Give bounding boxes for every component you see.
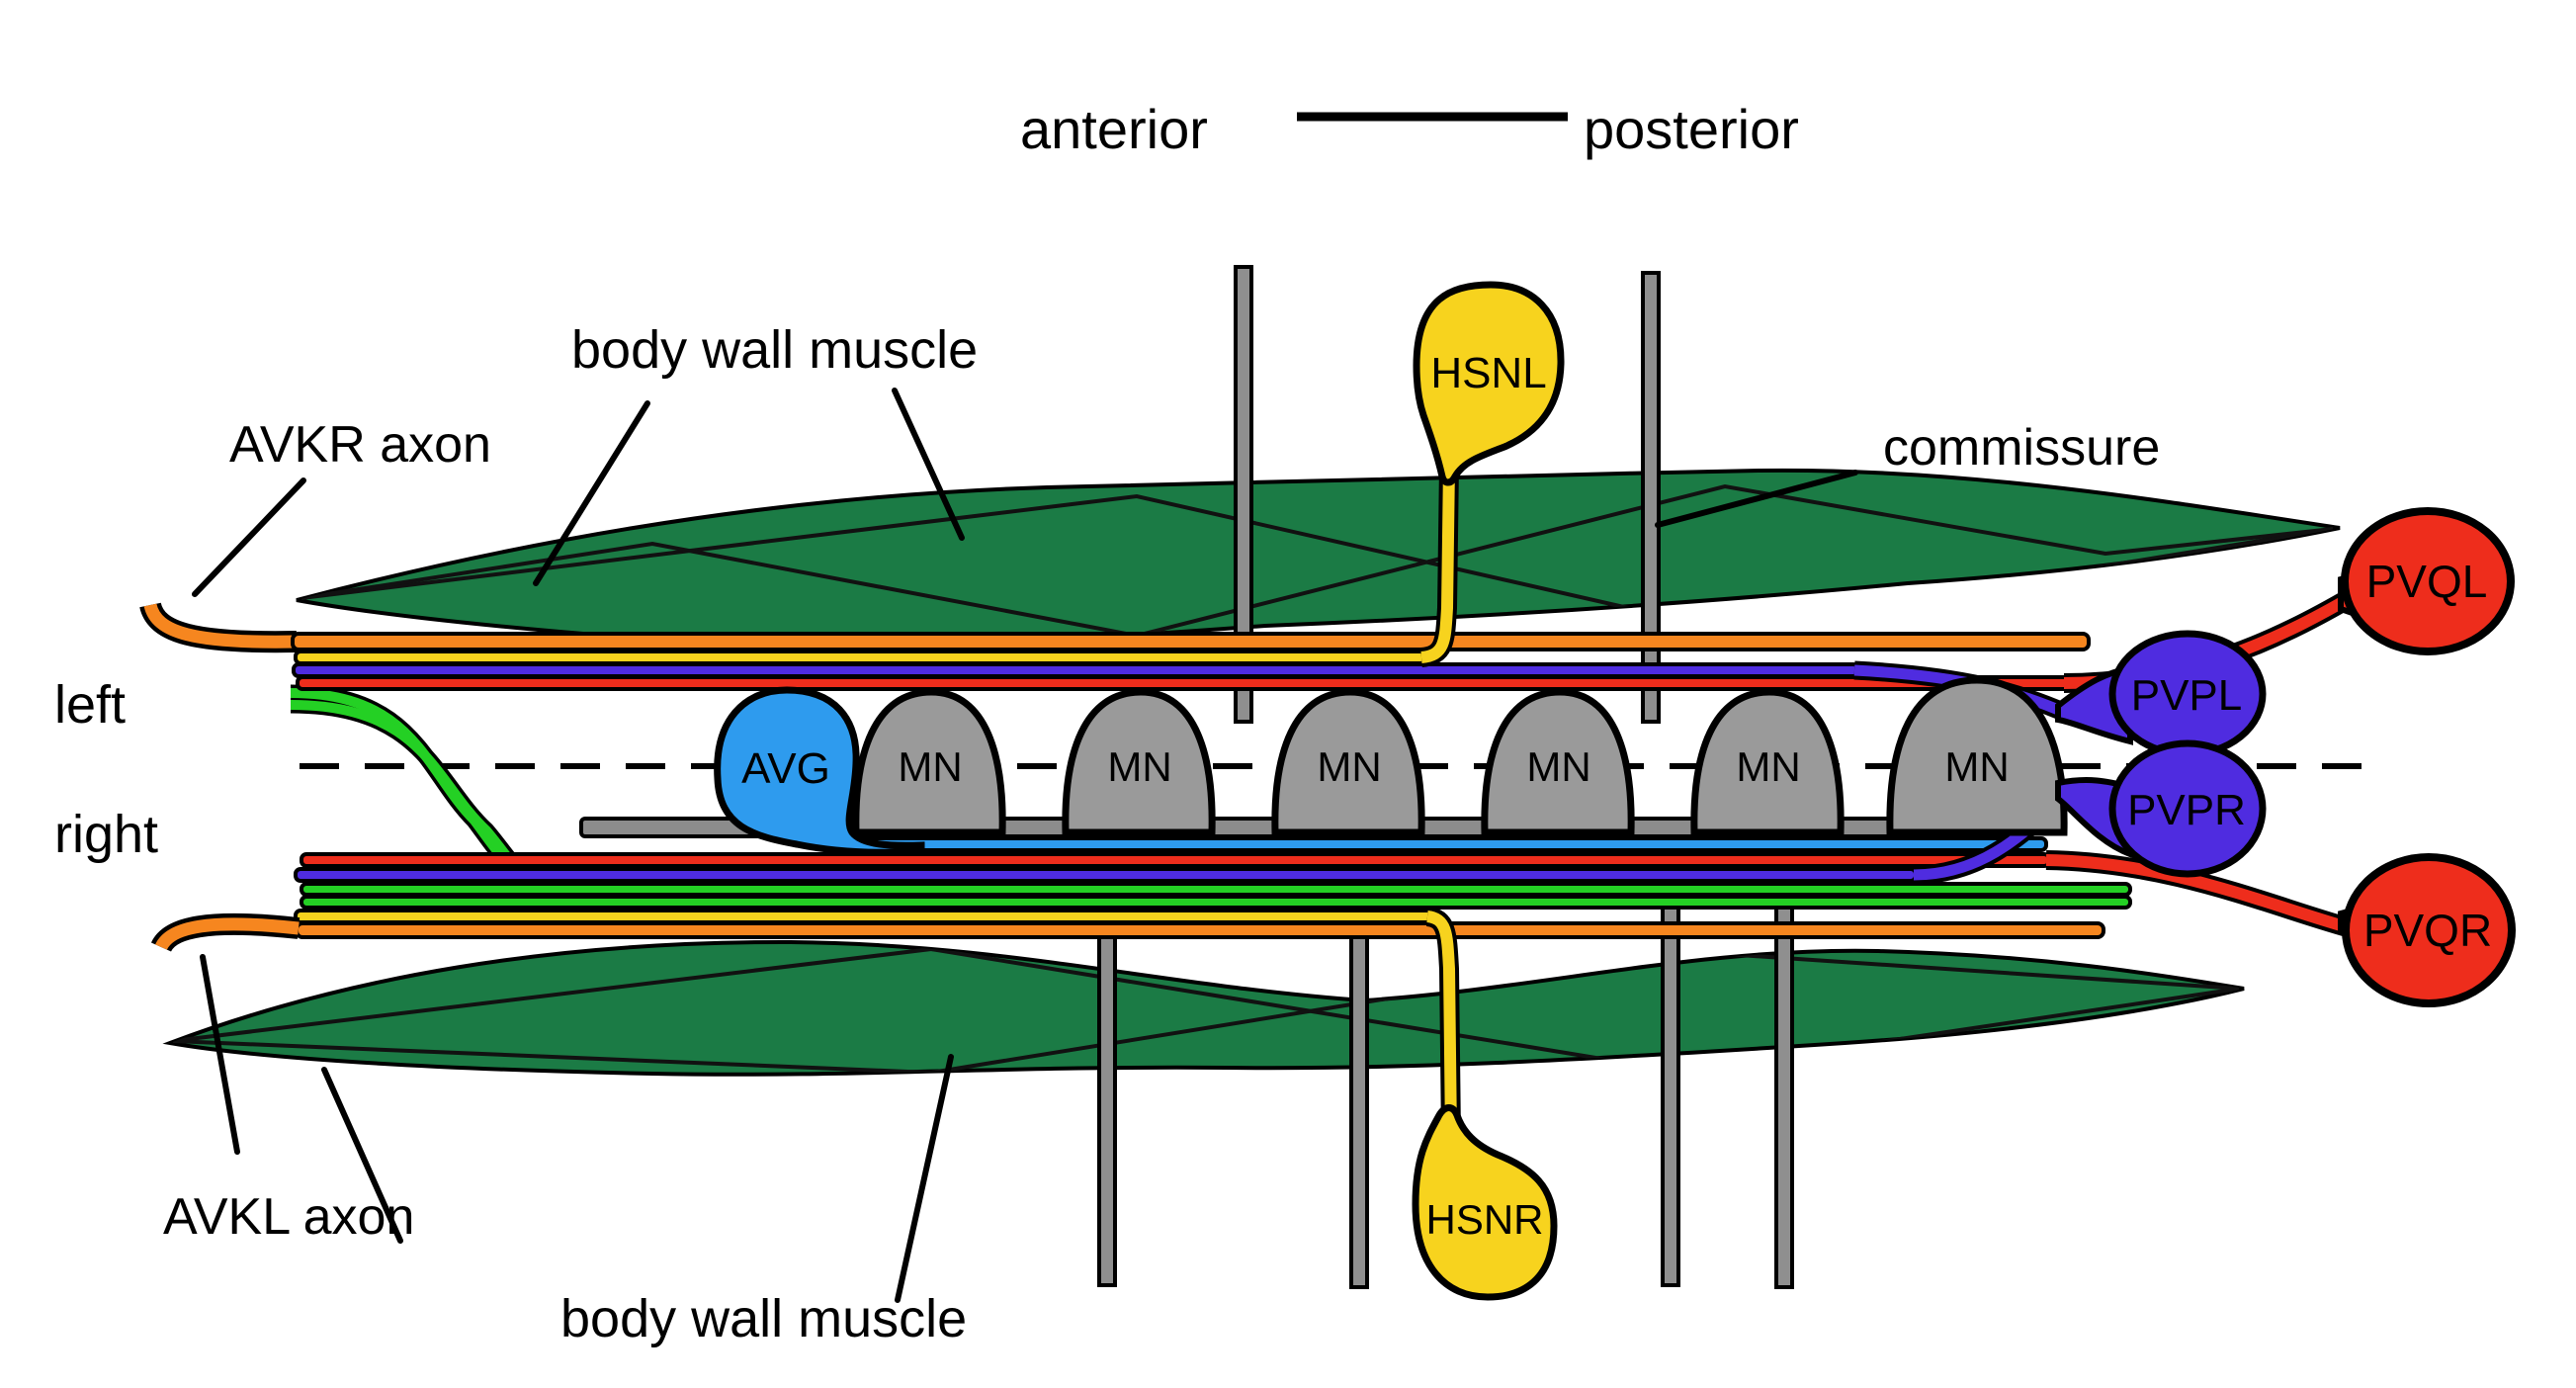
tract-top-red [296, 675, 2071, 691]
mn-label-1: MN [898, 743, 962, 790]
neuron-cells [714, 281, 2516, 1301]
avg-cell [714, 686, 925, 856]
tract-bottom-purple [294, 867, 1918, 883]
mn-cell-4 [1481, 688, 1635, 836]
avg-label: AVG [741, 744, 830, 793]
tract-top-yellow [294, 650, 1427, 665]
mn-label-2: MN [1107, 743, 1171, 790]
pvpr-cell [2108, 739, 2267, 878]
right-axon-tract [150, 817, 2132, 953]
label-right: right [54, 805, 158, 864]
tract-top-purple [292, 662, 1860, 678]
leader-muscle-top-left [533, 400, 650, 586]
leader-avkl [200, 954, 240, 1155]
leader-lines [192, 388, 1858, 1303]
hsnr-stem [1425, 911, 1457, 1138]
pvqr-cell [2342, 853, 2516, 1007]
leader-muscle-top-right [892, 388, 965, 541]
body-wall-muscle-top [296, 468, 2341, 647]
leader-commissure [1655, 470, 1858, 528]
mn-cell-3 [1271, 688, 1425, 836]
hsnl-cell [1413, 281, 1565, 486]
leader-muscle-bottom-left [321, 1067, 403, 1244]
tract-bottom-blue [853, 836, 2048, 852]
avkr-axon-tip [143, 603, 298, 649]
mn-cell-5 [1690, 688, 1845, 836]
mn-label-3: MN [1317, 743, 1381, 790]
muscle-bottom-shape [162, 939, 2245, 1077]
body-wall-muscle-bottom [162, 939, 2245, 1077]
avkl-axon-tip [155, 917, 300, 951]
label-body-wall-muscle-top: body wall muscle [571, 320, 978, 380]
hsnr-label: HSNR [1425, 1196, 1543, 1243]
label-avkl-axon: AVKL axon [163, 1188, 414, 1246]
tract-top-orange [291, 632, 2091, 651]
pvql-cell [2341, 507, 2515, 655]
pvpl-label: PVPL [2131, 671, 2243, 720]
muscle-top-fiber-line-b [301, 483, 2334, 639]
muscle-top-shape [296, 468, 2341, 647]
tract-bottom-orange [295, 921, 2105, 939]
mn-label-5: MN [1736, 743, 1800, 790]
label-left: left [54, 675, 126, 735]
muscle-bottom-fiber-line-b [172, 948, 2240, 1075]
label-body-wall-muscle-bottom: body wall muscle [560, 1289, 967, 1348]
title-anterior: anterior [1020, 98, 1208, 160]
mn-label-6: MN [1944, 743, 2009, 790]
hsnl-label: HSNL [1430, 349, 1546, 397]
tract-bottom-green-1 [300, 882, 2132, 897]
annotations: anterior posterior body wall muscle AVKR… [54, 98, 2160, 1348]
mn-cell-6 [1886, 676, 2068, 836]
cell-labels: AVG MN MN MN MN MN MN HSNL HSNR PVPL PVP… [741, 349, 2492, 1243]
commissure-bar-top-1 [1234, 265, 1253, 724]
mn-cell-1 [852, 688, 1006, 836]
pvqr-axon [2045, 854, 2357, 935]
commissure-bar-top-2 [1641, 271, 1661, 724]
commissure-bars [1097, 265, 1794, 1289]
mn-cell-2 [1062, 688, 1216, 836]
hsnr-cell [1412, 1104, 1558, 1301]
tract-bottom-red [300, 852, 2051, 868]
pvpr-label: PVPR [2127, 786, 2246, 834]
left-axon-tract [139, 601, 2091, 691]
pvql-label: PVQL [2366, 556, 2488, 607]
pvqr-label: PVQR [2363, 905, 2492, 956]
tract-bottom-green-2 [300, 895, 2132, 910]
leader-muscle-bottom-right [895, 1054, 954, 1303]
mn-label-4: MN [1526, 743, 1590, 790]
label-commissure: commissure [1883, 419, 2160, 477]
tract-bottom-yellow [294, 909, 1437, 924]
leader-avkr [192, 477, 306, 597]
label-avkr-axon: AVKR axon [229, 416, 491, 474]
title-posterior: posterior [1584, 98, 1799, 160]
hsnl-stem [1420, 464, 1455, 663]
